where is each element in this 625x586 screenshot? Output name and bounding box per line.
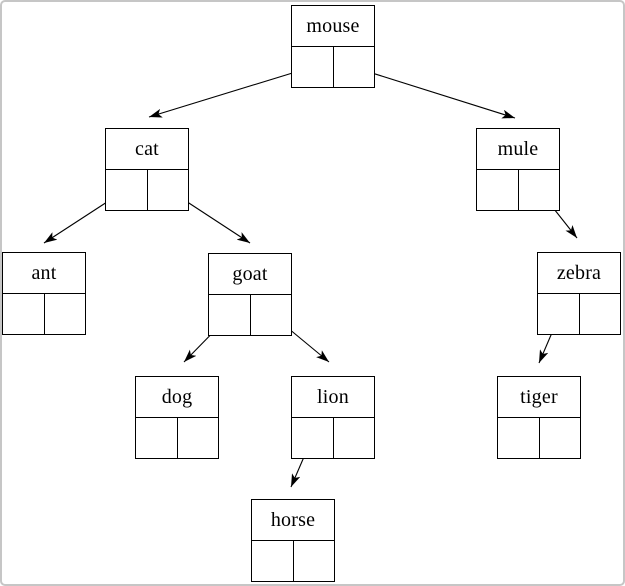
node-label: ant — [3, 253, 85, 294]
node-pointer-cells — [252, 541, 334, 581]
node-pointer-cells — [3, 294, 85, 334]
tree-node-lion: lion — [291, 376, 375, 459]
tree-node-ant: ant — [2, 252, 86, 335]
right-pointer-cell — [294, 541, 335, 581]
left-pointer-cell — [538, 294, 580, 334]
tree-node-goat: goat — [208, 253, 292, 336]
tree-node-tiger: tiger — [497, 376, 581, 459]
right-pointer-cell — [334, 47, 375, 87]
edge-mouse-left-to-cat — [148, 66, 313, 118]
right-pointer-cell — [148, 170, 189, 210]
node-pointer-cells — [292, 47, 374, 87]
left-pointer-cell — [292, 418, 334, 458]
right-pointer-cell — [580, 294, 621, 334]
node-label: cat — [106, 129, 188, 170]
node-pointer-cells — [292, 418, 374, 458]
left-pointer-cell — [106, 170, 148, 210]
node-pointer-cells — [498, 418, 580, 458]
tree-node-mouse: mouse — [291, 5, 375, 88]
right-pointer-cell — [334, 418, 375, 458]
left-pointer-cell — [498, 418, 540, 458]
right-pointer-cell — [45, 294, 86, 334]
node-pointer-cells — [106, 170, 188, 210]
node-label: tiger — [498, 377, 580, 418]
left-pointer-cell — [477, 170, 519, 210]
tree-node-horse: horse — [251, 499, 335, 582]
left-pointer-cell — [3, 294, 45, 334]
right-pointer-cell — [540, 418, 581, 458]
node-pointer-cells — [538, 294, 620, 334]
right-pointer-cell — [178, 418, 219, 458]
node-label: horse — [252, 500, 334, 541]
tree-node-dog: dog — [135, 376, 219, 459]
node-label: goat — [209, 254, 291, 295]
node-label: zebra — [538, 253, 620, 294]
node-label: mouse — [292, 6, 374, 47]
left-pointer-cell — [209, 295, 251, 335]
left-pointer-cell — [292, 47, 334, 87]
tree-node-mule: mule — [476, 128, 560, 211]
edge-mouse-right-to-mule — [352, 66, 516, 119]
right-pointer-cell — [251, 295, 292, 335]
node-pointer-cells — [136, 418, 218, 458]
node-pointer-cells — [477, 170, 559, 210]
tree-node-zebra: zebra — [537, 252, 621, 335]
node-label: lion — [292, 377, 374, 418]
left-pointer-cell — [252, 541, 294, 581]
node-label: mule — [477, 129, 559, 170]
node-pointer-cells — [209, 295, 291, 335]
right-pointer-cell — [519, 170, 560, 210]
tree-node-cat: cat — [105, 128, 189, 211]
node-label: dog — [136, 377, 218, 418]
left-pointer-cell — [136, 418, 178, 458]
